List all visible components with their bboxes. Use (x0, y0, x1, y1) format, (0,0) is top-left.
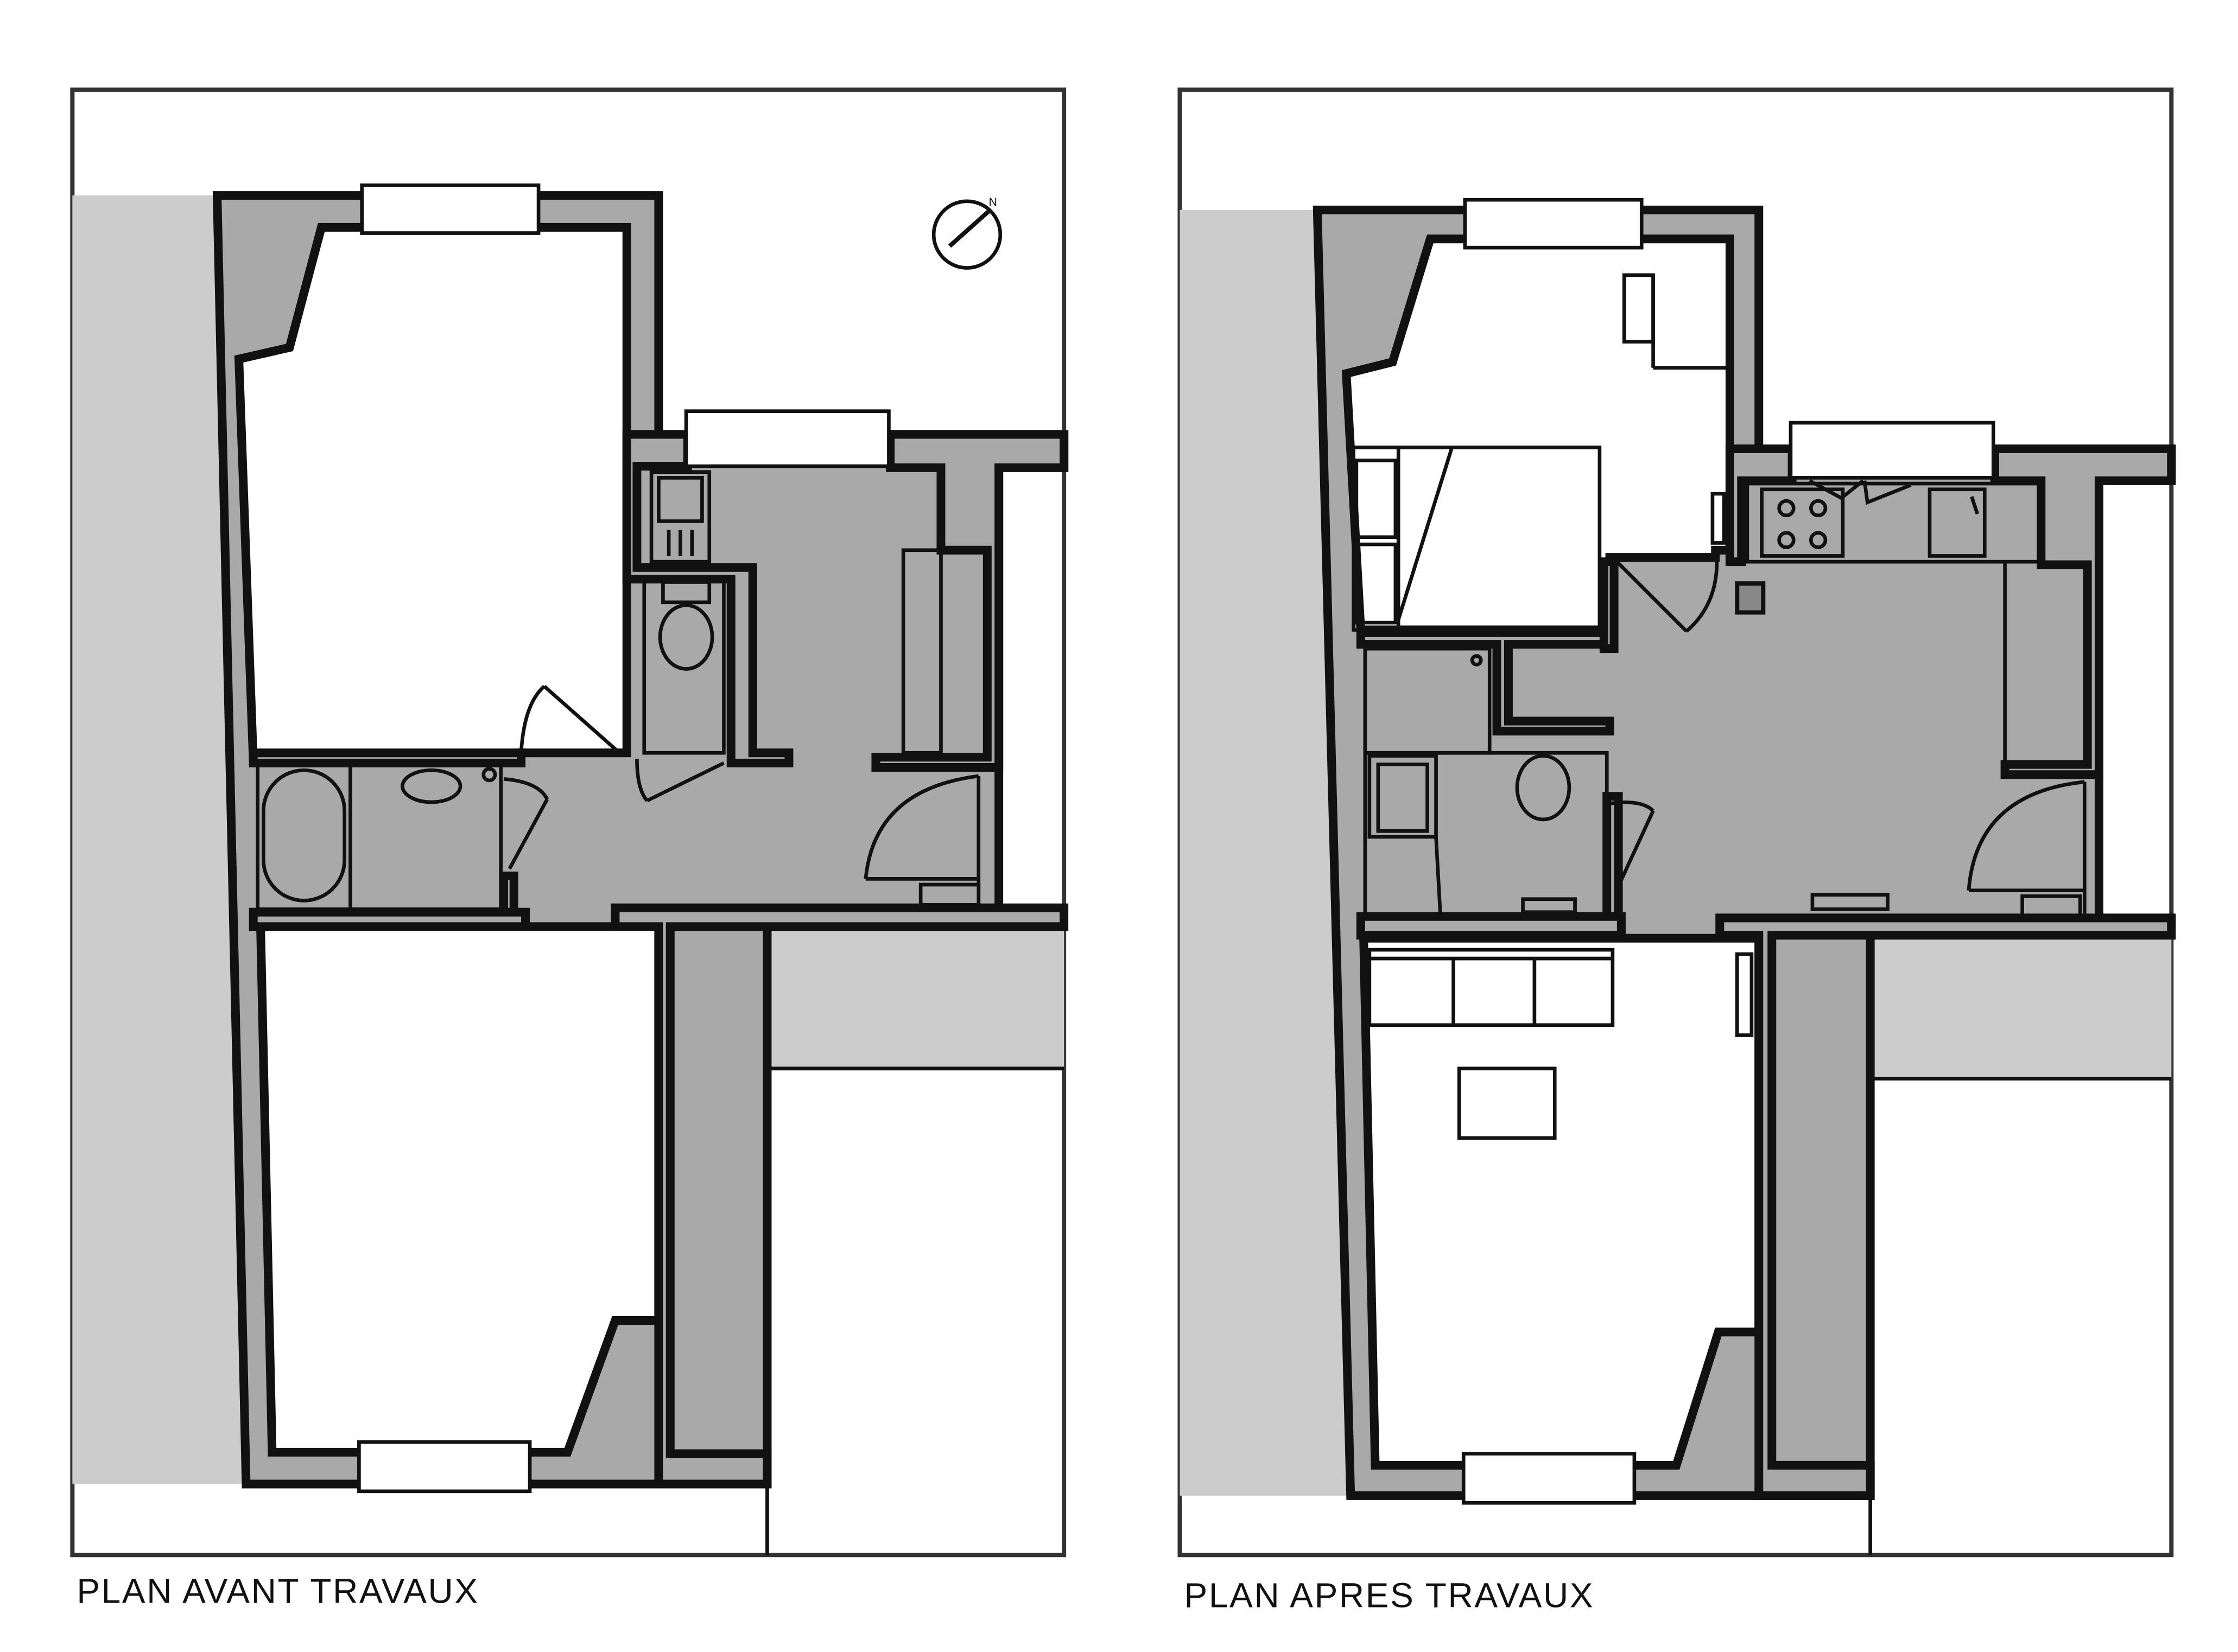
plan-apres-caption: PLAN APRES TRAVAUX (1184, 1575, 1595, 1615)
plan-avant-entrance-mat (918, 882, 981, 907)
plan-apres-desk (1622, 273, 1655, 344)
plan-apres-window-bottom (1461, 1452, 1637, 1505)
plan-avant-bath-fixture (481, 767, 497, 783)
plan-apres-pillow-2 (1354, 542, 1398, 625)
plan-apres-hob-burner-2 (1809, 499, 1828, 518)
plan-apres-neighbor-left (1180, 209, 1351, 1496)
plan-apres-bath-door-arc (1609, 800, 1654, 812)
plan-apres-outer-walls (1313, 205, 2176, 1500)
plan-apres: PLAN APRES TRAVAUX (1177, 87, 2176, 1615)
plan-apres-bed-fold (1397, 447, 1454, 620)
plan-apres-washbasin (1376, 763, 1429, 833)
plan-avant-caption: PLAN AVANT TRAVAUX (77, 1571, 479, 1610)
plan-apres-bedroom-door (1615, 560, 1688, 633)
plan-apres-cabinet-door-1 (1809, 479, 1865, 500)
plan-apres-hob (1760, 487, 1845, 558)
plan-avant-bedroom-door-arc (519, 685, 546, 753)
plan-apres-hob-burner-1 (1777, 499, 1796, 518)
plan-apres-kitchen-sink (1928, 487, 1987, 558)
plan-apres-sofa (1367, 948, 1615, 1027)
plan-avant-bath-room (256, 763, 503, 911)
plan-avant-sink-bowl (657, 476, 704, 523)
plan-avant-neighbor-left (72, 195, 246, 1484)
plan-apres-corridor-wall (1715, 913, 2176, 1500)
plan-apres-hob-burner-3 (1777, 531, 1796, 549)
plan-avant-cupboard (901, 548, 943, 755)
plan-avant-bath-door (508, 798, 549, 870)
plan-avant-corridor-wall (611, 903, 1069, 1489)
plan-apres-toilet (1515, 754, 1571, 822)
plan-apres-bathroom (1363, 751, 1609, 917)
plan-avant-bathtub (262, 768, 347, 903)
plan-avant-entrance-door-arc (864, 774, 979, 879)
plan-avant-right-walls (871, 430, 1069, 772)
plan-apres-bath-mat (1521, 897, 1577, 914)
plan-apres-vanity (1367, 754, 1438, 839)
plan-avant-kitchen-sink (649, 470, 712, 564)
plan-apres-entrance-mat (2020, 894, 2082, 919)
plan-avant-wc-door (646, 761, 725, 803)
compass: N (931, 195, 1003, 270)
plan-apres-wall-shelf (1735, 952, 1754, 1037)
plan-apres-bed (1352, 446, 1602, 632)
plan-apres-coffee-table (1457, 1066, 1557, 1140)
plan-apres-bath-door (1616, 810, 1655, 887)
plan-avant-bath-door-arc (503, 777, 549, 800)
compass-label: N (988, 195, 997, 208)
plan-avant-window-kitchen (684, 409, 891, 468)
plan-apres-storage-line (1434, 836, 1442, 916)
plan-apres-partition (1599, 557, 1619, 653)
plan-avant-toilet-tank (661, 580, 712, 605)
plan-apres-column (1735, 581, 1766, 615)
plan-apres-shower-head (1470, 654, 1483, 666)
plan-apres-window-top (1463, 198, 1644, 250)
plan-avant-window-top (360, 183, 541, 235)
plan-apres-entrance-door-arc (1967, 780, 2085, 891)
plan-avant-bedroom-door (543, 685, 621, 754)
plan-apres-pillow-1 (1354, 459, 1398, 539)
plan-apres-hob-burner-4 (1809, 531, 1828, 549)
plan-avant-wc-room (642, 577, 726, 755)
plan-apres-kitchen-counter (1745, 481, 2043, 564)
plan-apres-hall-mat (1810, 893, 1890, 911)
plan-apres-bedroom-shelf (1710, 492, 1726, 545)
plan-apres-kitchen-tap (1970, 496, 1980, 515)
plan-apres-cabinet-door-2 (1862, 480, 1912, 505)
plan-avant-wc-door-arc (635, 758, 649, 802)
compass-circle (931, 199, 1003, 270)
plan-avant: N PLAN AVANT TRAVAUX (70, 87, 1069, 1610)
plan-avant-bath-walls (249, 748, 530, 931)
plan-avant-window-bottom (357, 1440, 532, 1494)
plan-avant-toilet (658, 603, 714, 671)
compass-needle (948, 208, 992, 248)
plan-avant-washbasin (401, 768, 462, 804)
plan-apres-window-kitchen (1789, 421, 1995, 480)
plan-apres-bedroom-door-arc (1685, 562, 1719, 633)
